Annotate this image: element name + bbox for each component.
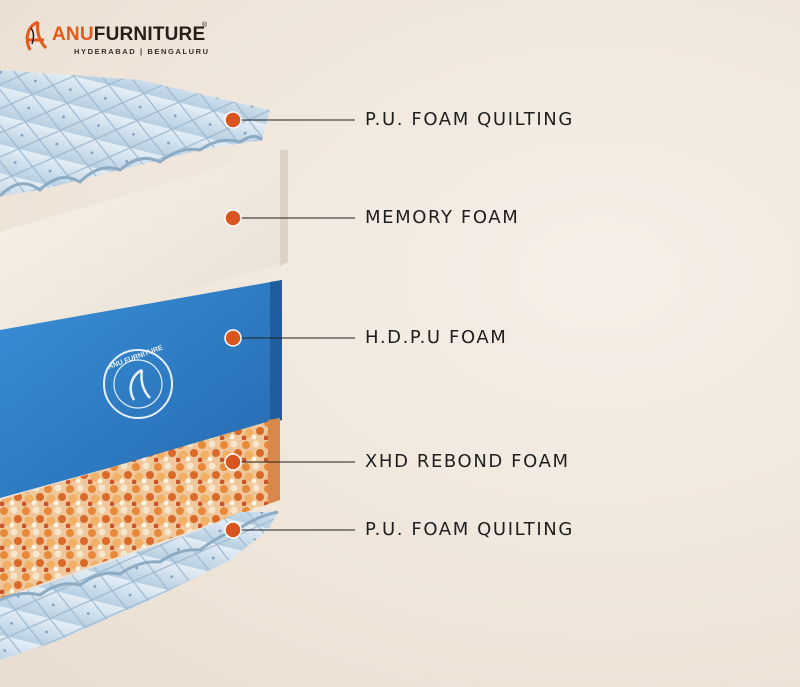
label-pu-foam-quilting-bottom: P.U. FOAM QUILTING (365, 519, 574, 540)
hdpu-foam-layer (0, 280, 282, 498)
layer-markers (224, 111, 355, 539)
marker-dot (224, 209, 242, 227)
label-hdpu-foam: H.D.P.U FOAM (365, 327, 508, 348)
brand-mark-icon (25, 20, 48, 51)
label-pu-foam-quilting-top: P.U. FOAM QUILTING (365, 109, 574, 130)
brand-tagline: HYDERABAD | BENGALURU (74, 47, 210, 56)
memory-foam-layer (0, 150, 288, 340)
marker-dot (224, 453, 242, 471)
label-xhd-rebond-foam: XHD REBOND FOAM (365, 451, 570, 472)
brand-logo: ANUFURNITURE ® HYDERABAD | BENGALURU (18, 18, 218, 58)
brand-name: ANUFURNITURE (52, 24, 206, 45)
top-quilting-layer (0, 70, 270, 196)
registered-mark: ® (202, 22, 208, 29)
marker-dot (224, 521, 242, 539)
bottom-quilting-layer (0, 512, 278, 660)
label-memory-foam: MEMORY FOAM (365, 207, 520, 228)
marker-dot (224, 329, 242, 347)
marker-dot (224, 111, 242, 129)
xhd-rebond-foam-layer (0, 418, 280, 598)
